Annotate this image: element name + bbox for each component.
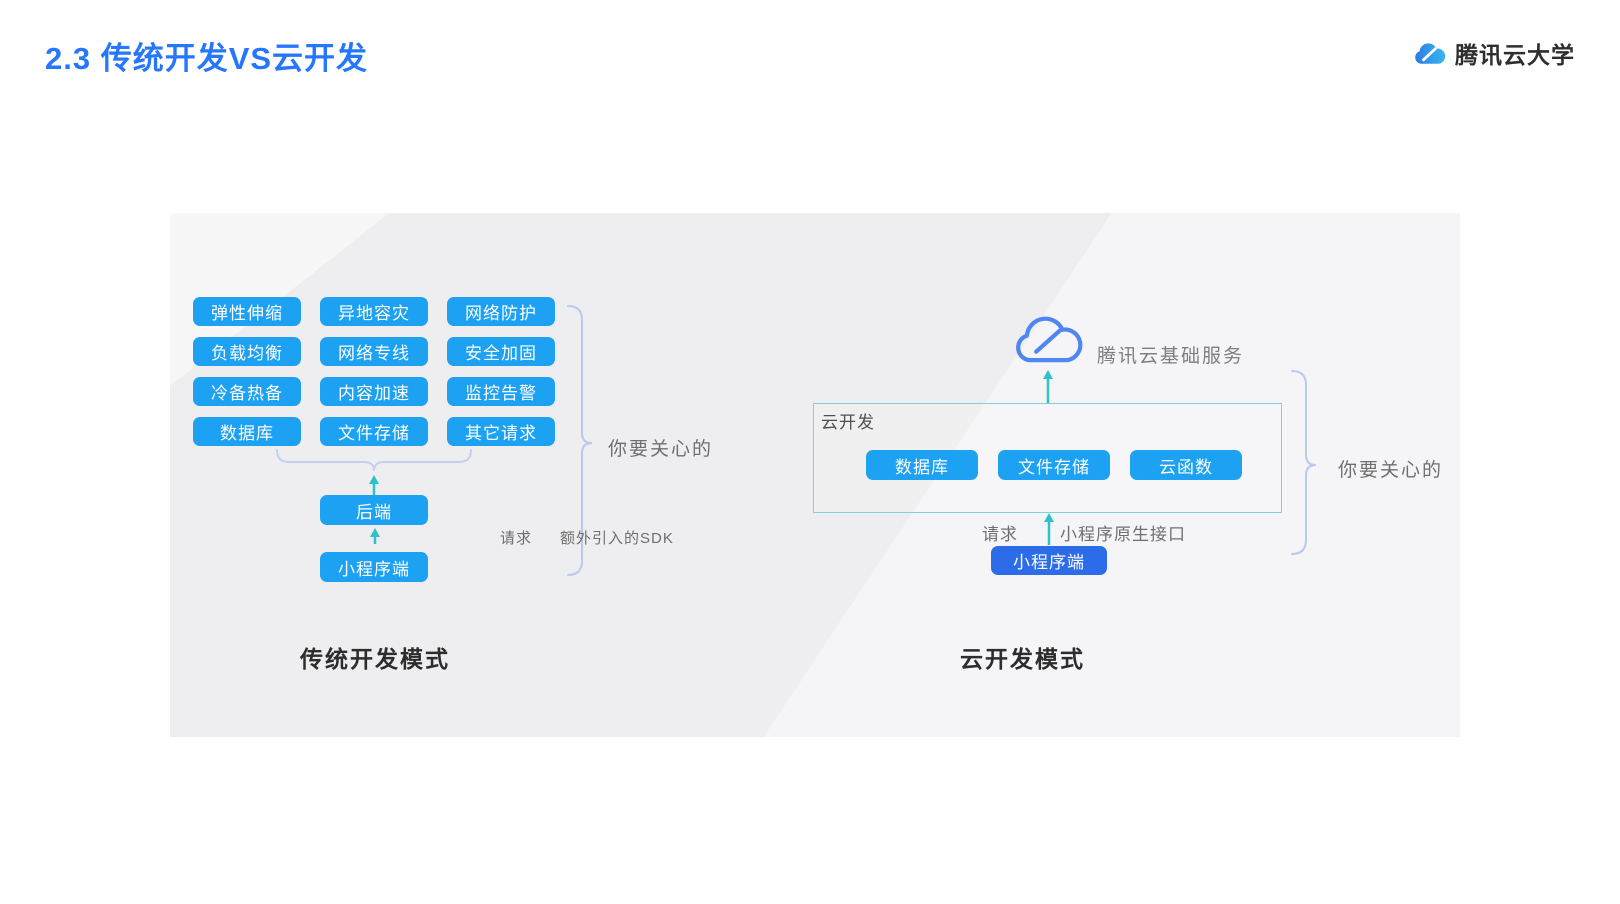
grid-brace (276, 449, 472, 472)
concern-pill: 其它请求 (447, 417, 555, 446)
concern-pill: 冷备热备 (193, 377, 301, 406)
capability-pill: 数据库 (866, 450, 978, 480)
concern-pill: 数据库 (193, 417, 301, 446)
concern-note-right: 你要关心的 (1338, 460, 1444, 481)
tencent-cloud-icon (1415, 43, 1446, 64)
concern-pill: 文件存储 (320, 417, 428, 446)
request-label-right: 请求 (982, 525, 1018, 544)
arrow-client-to-box (1044, 513, 1054, 545)
tencent-cloud-outline-icon (1016, 316, 1083, 363)
arrow-up-to-backend (370, 528, 380, 544)
sdk-label: 额外引入的SDK (560, 530, 674, 547)
cloud-capability-row: 数据库 文件存储 云函数 (866, 450, 1242, 480)
concern-pill: 异地容灾 (320, 297, 428, 326)
arrow-box-to-cloud (1043, 370, 1053, 403)
traditional-concern-grid: 弹性伸缩 异地容灾 网络防护 负载均衡 网络专线 安全加固 冷备热备 内容加速 … (193, 297, 579, 446)
page-title: 2.3 传统开发VS云开发 (45, 41, 369, 76)
concern-pill: 负载均衡 (193, 337, 301, 366)
diagram-panel: 弹性伸缩 异地容灾 网络防护 负载均衡 网络专线 安全加固 冷备热备 内容加速 … (170, 213, 1460, 737)
concern-pill: 安全加固 (447, 337, 555, 366)
cloud-dev-box-label: 云开发 (821, 413, 875, 432)
mini-program-client-left: 小程序端 (320, 552, 428, 582)
concern-pill: 内容加速 (320, 377, 428, 406)
request-label-left: 请求 (500, 530, 533, 547)
native-api-label: 小程序原生接口 (1060, 525, 1186, 544)
capability-pill: 文件存储 (998, 450, 1110, 480)
concern-pill: 网络防护 (447, 297, 555, 326)
arrow-up-to-grid (369, 475, 379, 495)
cloud-mode-caption: 云开发模式 (960, 646, 1085, 672)
concern-pill: 弹性伸缩 (193, 297, 301, 326)
backend-pill: 后端 (320, 495, 428, 525)
mini-program-client-right: 小程序端 (991, 546, 1107, 575)
traditional-mode-caption: 传统开发模式 (300, 646, 450, 672)
right-brace (1291, 370, 1317, 555)
capability-pill: 云函数 (1130, 450, 1242, 480)
concern-note-left: 你要关心的 (608, 439, 714, 460)
concern-pill: 监控告警 (447, 377, 555, 406)
brand-name: 腾讯云大学 (1455, 42, 1575, 68)
brand-logo: 腾讯云大学 (1411, 36, 1575, 70)
base-service-label: 腾讯云基础服务 (1097, 346, 1245, 367)
cloud-dev-box: 云开发 数据库 文件存储 云函数 (813, 403, 1282, 513)
concern-pill: 网络专线 (320, 337, 428, 366)
